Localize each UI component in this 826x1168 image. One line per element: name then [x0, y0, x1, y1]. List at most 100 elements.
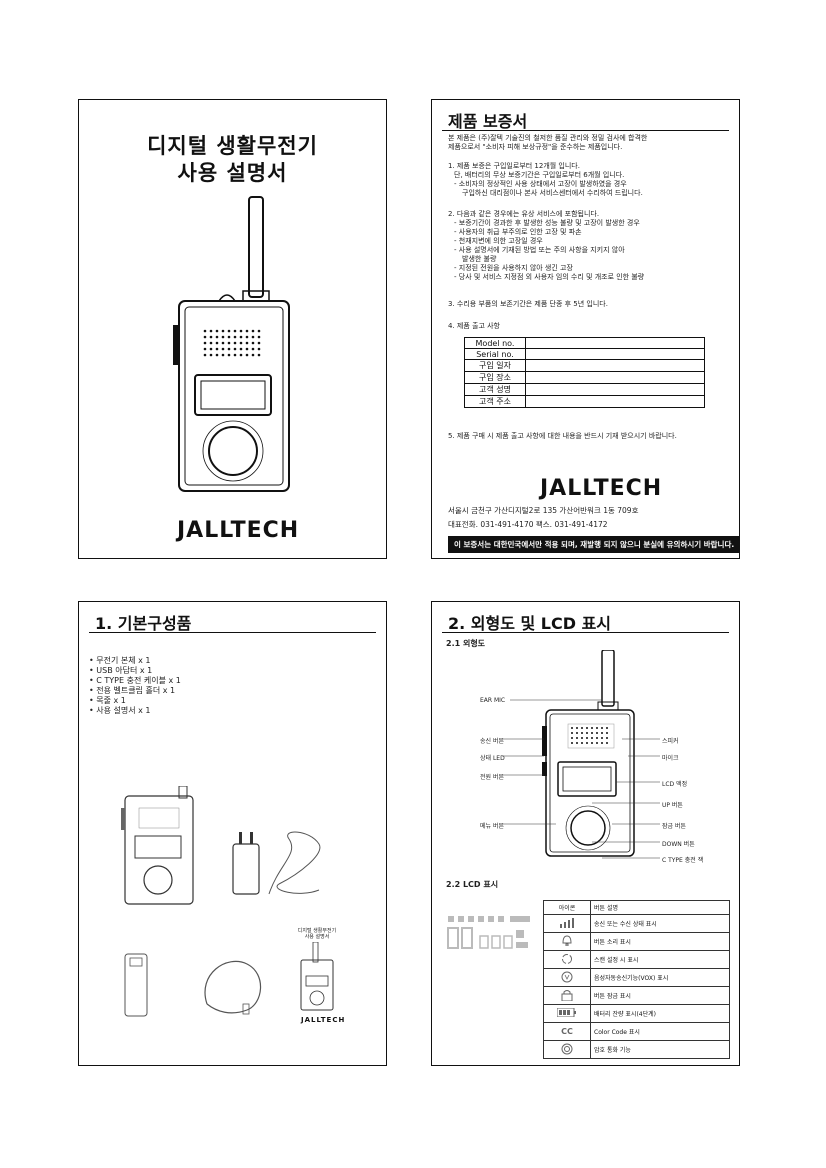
- label-down-button: DOWN 버튼: [662, 841, 695, 848]
- warranty-title: 제품 보증서: [448, 112, 528, 131]
- header-desc: 버튼 설명: [590, 900, 730, 915]
- title-divider: [442, 130, 729, 131]
- table-row: 스캔 설정 시 표시: [543, 950, 730, 969]
- label-speaker: 스피커: [662, 738, 679, 745]
- table-row: Model no.: [464, 337, 705, 349]
- cover-title-line1: 디지털 생활무전기: [147, 134, 318, 158]
- table-value-field[interactable]: [525, 371, 705, 384]
- table-key: 고객 주소: [464, 395, 526, 408]
- warranty-item: - 천재지변에 의한 고장일 경우: [454, 237, 543, 245]
- icon-description: 스캔 설정 시 표시: [590, 950, 730, 969]
- components-page: 1. 기본구성품 • 무전기 본체 x 1 • USB 아답터 x 1 • C …: [78, 601, 387, 1066]
- usb-adapter-cable-image: [232, 831, 321, 895]
- bell-icon: [562, 935, 572, 947]
- warranty-item: 4. 제품 출고 사항: [448, 322, 500, 330]
- table-key: 고객 성명: [464, 383, 526, 396]
- manual-radio-image: [300, 942, 334, 1011]
- radio-body-image: [121, 786, 194, 905]
- layout-title: 2. 외형도 및 LCD 표시: [448, 614, 612, 633]
- table-row: 암호 통화 기능: [543, 1040, 730, 1059]
- table-key: 구입 장소: [464, 371, 526, 384]
- header-icon: 아이콘: [543, 900, 591, 915]
- components-title: 1. 기본구성품: [95, 614, 192, 633]
- color-code-icon: CC: [543, 1022, 591, 1041]
- warranty-item: 단, 배터리의 무상 보증기간은 구입일로부터 6개월 입니다.: [454, 171, 625, 179]
- component-item: • 전용 벨트클립 홀더 x 1: [89, 686, 176, 695]
- table-row: 고객 성명: [464, 383, 705, 396]
- label-up-button: UP 버튼: [662, 802, 683, 809]
- warranty-item: - 사용자의 취급 부주의로 인한 고장 및 파손: [454, 228, 582, 236]
- warranty-item: 2. 다음과 같은 경우에는 유상 서비스에 포함됩니다.: [448, 210, 600, 218]
- warranty-item: - 당사 및 서비스 지정점 외 사용자 임의 수리 및 개조로 인한 불량: [454, 273, 645, 281]
- cover-page: 디지털 생활무전기 사용 설명서 JALLTECH: [78, 99, 387, 559]
- warranty-item: - 보증기간이 경과한 후 발생한 성능 불량 및 고장이 발생한 경우: [454, 219, 640, 227]
- label-lock-button: 잠금 버튼: [662, 823, 686, 830]
- battery-icon: [556, 1007, 576, 1018]
- table-row: Serial no.: [464, 348, 705, 360]
- warranty-item: 5. 제품 구매 시 제품 출고 사항에 대한 내용을 반드시 기재 받으시기 …: [448, 432, 677, 440]
- radio-outline-diagram: [542, 650, 635, 857]
- leader-lines: [502, 699, 660, 859]
- table-row: 송신 또는 수신 상태 표시: [543, 914, 730, 933]
- warranty-page: 제품 보증서 본 제품은 (주)잘텍 기술진의 철저한 품질 관리와 정밀 검사…: [431, 99, 741, 559]
- label-microphone: 마이크: [662, 755, 679, 762]
- component-item: • 사용 설명서 x 1: [89, 706, 151, 715]
- lcd-segment-display: [447, 916, 530, 949]
- label-charge-jack: C TYPE 충전 잭: [662, 857, 704, 864]
- label-menu-button: 메뉴 버튼: [480, 823, 504, 830]
- table-header-row: 아이콘 버튼 설명: [543, 900, 730, 915]
- company-phone: 대표전화. 031-491-4170 팩스. 031-491-4172: [448, 520, 608, 529]
- table-value-field[interactable]: [525, 383, 705, 396]
- warranty-notice-banner: 이 보증서는 대한민국에서만 적용 되며, 재발행 되지 않으니 분실에 유의하…: [448, 536, 741, 553]
- table-value-field[interactable]: [525, 395, 705, 408]
- icon-description: 버튼 잠금 표시: [590, 986, 730, 1005]
- radio-front-illustration: [173, 196, 290, 492]
- label-power-button: 전원 버튼: [480, 774, 504, 781]
- cover-title-line2: 사용 설명서: [177, 161, 288, 185]
- vox-icon: [561, 971, 573, 982]
- component-item: • USB 아답터 x 1: [89, 666, 153, 675]
- warranty-item: 3. 수리용 부품의 보존기간은 제품 단종 후 5년 입니다.: [448, 300, 608, 308]
- component-item: • C TYPE 충전 케이블 x 1: [89, 676, 181, 685]
- table-row: 구입 장소: [464, 371, 705, 384]
- label-ear-mic: EAR MIC: [480, 697, 506, 704]
- table-value-field[interactable]: [525, 348, 705, 360]
- layout-lcd-page: 2. 외형도 및 LCD 표시 2.1 외형도 EAR MIC 송신 버튼 상태…: [431, 601, 740, 1066]
- mini-manual-title: 사용 설명서: [304, 934, 330, 940]
- table-row: 배터리 잔량 표시(4단계): [543, 1004, 730, 1023]
- subsection-title: 2.1 외형도: [446, 639, 486, 648]
- icon-description: 송신 또는 수신 상태 표시: [590, 914, 730, 933]
- table-row: 버튼 잠금 표시: [543, 986, 730, 1005]
- icon-description: 음성자동송신기능(VOX) 표시: [590, 968, 730, 987]
- label-status-led: 상태 LED: [480, 755, 505, 762]
- warranty-intro: 본 제품은 (주)잘텍 기술진의 철저한 품질 관리와 정밀 검사에 합격한: [448, 134, 648, 142]
- table-row: 구입 일자: [464, 359, 705, 372]
- company-address: 서울시 금천구 가산디지털2로 135 가산어반워크 1동 709호: [448, 506, 639, 515]
- table-key: Serial no.: [464, 348, 526, 360]
- table-key: 구입 일자: [464, 359, 526, 372]
- warranty-item: - 지정된 전원을 사용하지 않아 생긴 고장: [454, 264, 573, 272]
- table-row: 버튼 소리 표시: [543, 932, 730, 951]
- table-row: 고객 주소: [464, 395, 705, 408]
- table-value-field[interactable]: [525, 337, 705, 349]
- cover-logo: JALLTECH: [177, 518, 300, 543]
- subsection-title: 2.2 LCD 표시: [446, 880, 499, 889]
- warranty-logo: JALLTECH: [540, 476, 663, 501]
- icon-description: 배터리 잔량 표시(4단계): [590, 1004, 730, 1023]
- table-row: 음성자동송신기능(VOX) 표시: [543, 968, 730, 987]
- title-divider: [442, 632, 729, 633]
- warranty-item: - 소비자의 정상적인 사용 상태에서 고장이 발생하였을 경우: [454, 180, 627, 188]
- shipment-info-table: Model no. Serial no. 구입 일자 구입 장소 고객 성명 고…: [464, 337, 705, 408]
- icon-description: 버튼 소리 표시: [590, 932, 730, 951]
- lanyard-image: [204, 960, 262, 1015]
- encryption-icon: [561, 1043, 573, 1054]
- table-value-field[interactable]: [525, 359, 705, 372]
- component-item: • 목줄 x 1: [89, 696, 126, 705]
- warranty-item: - 사용 설명서에 기재된 방법 또는 주의 사항을 지키지 않아: [454, 246, 625, 254]
- table-key: Model no.: [464, 337, 526, 349]
- mini-manual-title: 디지털 생활무전기: [297, 928, 337, 934]
- table-row: CC Color Code 표시: [543, 1022, 730, 1041]
- title-divider: [89, 632, 376, 633]
- icon-description: 암호 통화 기능: [590, 1040, 730, 1059]
- signal-icon: [560, 917, 574, 928]
